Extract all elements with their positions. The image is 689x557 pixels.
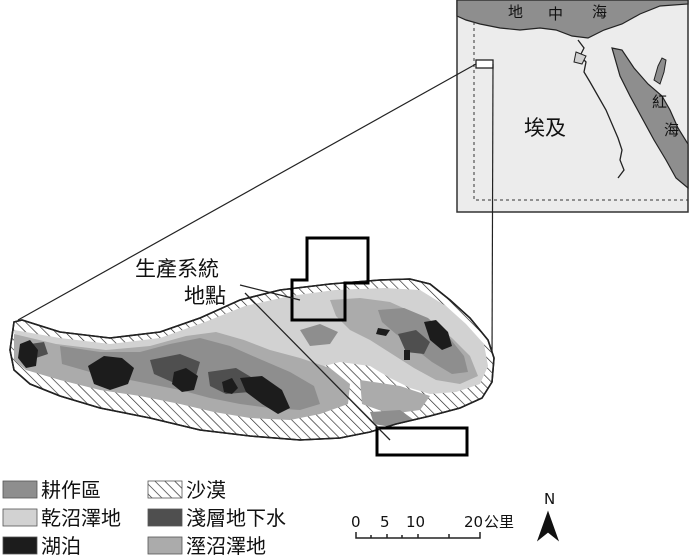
sea-north-char-3: 海 — [592, 3, 607, 21]
legend-item-desert: 沙漠 — [147, 478, 226, 502]
inset-map: 地 中 海 紅 海 埃及 — [456, 0, 689, 213]
legend-swatch-wet-marsh — [147, 536, 183, 555]
site-outline-north — [290, 236, 370, 322]
legend-swatch-shallow-groundwater — [147, 508, 183, 527]
site-leader-line-1 — [239, 284, 301, 301]
scale-bar: 0 5 10 20 公里 — [351, 513, 514, 539]
site-label-line-1: 生產系統 — [135, 257, 219, 281]
scale-tick-10: 10 — [406, 513, 425, 531]
lake-7 — [404, 350, 410, 360]
lake-6 — [424, 320, 452, 350]
fayoum-lake — [573, 51, 587, 65]
legend-label-shallow-groundwater: 淺層地下水 — [186, 506, 286, 530]
legend-item-lake: 湖泊 — [2, 534, 81, 557]
lake-2 — [88, 356, 134, 390]
scale-tick-5: 5 — [380, 513, 390, 531]
site-outline-south — [375, 426, 469, 457]
lake-5 — [240, 376, 290, 414]
legend-swatch-lake — [2, 536, 38, 555]
sea-north-char-1: 地 — [508, 3, 523, 21]
site-label-line-2: 地點 — [184, 284, 226, 308]
main-map — [9, 278, 495, 441]
north-label: N — [544, 490, 555, 508]
lake-3 — [172, 368, 198, 392]
scale-tick-0: 0 — [351, 513, 361, 531]
legend-label-cultivated: 耕作區 — [41, 478, 101, 502]
scale-unit: 公里 — [484, 513, 514, 531]
scale-line — [355, 532, 481, 539]
legend-swatch-dry-marsh — [2, 508, 38, 527]
region-outline — [9, 278, 495, 441]
production-sites: 生產系統 地點 — [135, 236, 469, 457]
legend: 耕作區 乾沼澤地 湖泊 沙漠 淺層地下水 溼沼澤地 — [2, 478, 286, 557]
sea-east-char-2: 海 — [664, 121, 679, 139]
lake-8 — [376, 328, 390, 336]
legend-item-dry-marsh: 乾沼澤地 — [2, 506, 121, 530]
legend-label-dry-marsh: 乾沼澤地 — [41, 506, 121, 530]
sea-east-char-1: 紅 — [652, 93, 667, 111]
legend-label-wet-marsh: 溼沼澤地 — [186, 534, 266, 557]
north-arrow: N — [536, 490, 560, 542]
cultivated-area-patch — [300, 324, 338, 346]
red-sea — [611, 47, 689, 190]
lake-4 — [222, 378, 238, 394]
legend-item-shallow-groundwater: 淺層地下水 — [147, 506, 286, 530]
mediterranean-sea — [456, 0, 689, 39]
scale-tick-20: 20 — [464, 513, 483, 531]
country-label: 埃及 — [524, 116, 566, 140]
wet-marsh-area-south — [360, 380, 430, 414]
legend-swatch-desert — [147, 480, 183, 499]
legend-item-cultivated: 耕作區 — [2, 478, 101, 502]
gulf-of-aqaba — [653, 57, 667, 85]
north-arrow-icon — [536, 510, 560, 542]
sea-north-char-2: 中 — [548, 5, 563, 23]
site-leader-line-2 — [244, 292, 391, 441]
study-area-marker — [475, 59, 494, 69]
legend-item-wet-marsh: 溼沼澤地 — [147, 534, 266, 557]
legend-label-desert: 沙漠 — [186, 478, 226, 502]
shallow-groundwater-3 — [398, 330, 430, 354]
lake-1 — [18, 340, 38, 368]
connector-lines — [17, 63, 494, 363]
border-line — [473, 22, 688, 201]
legend-label-lake: 湖泊 — [41, 534, 81, 557]
legend-swatch-cultivated — [2, 480, 38, 499]
